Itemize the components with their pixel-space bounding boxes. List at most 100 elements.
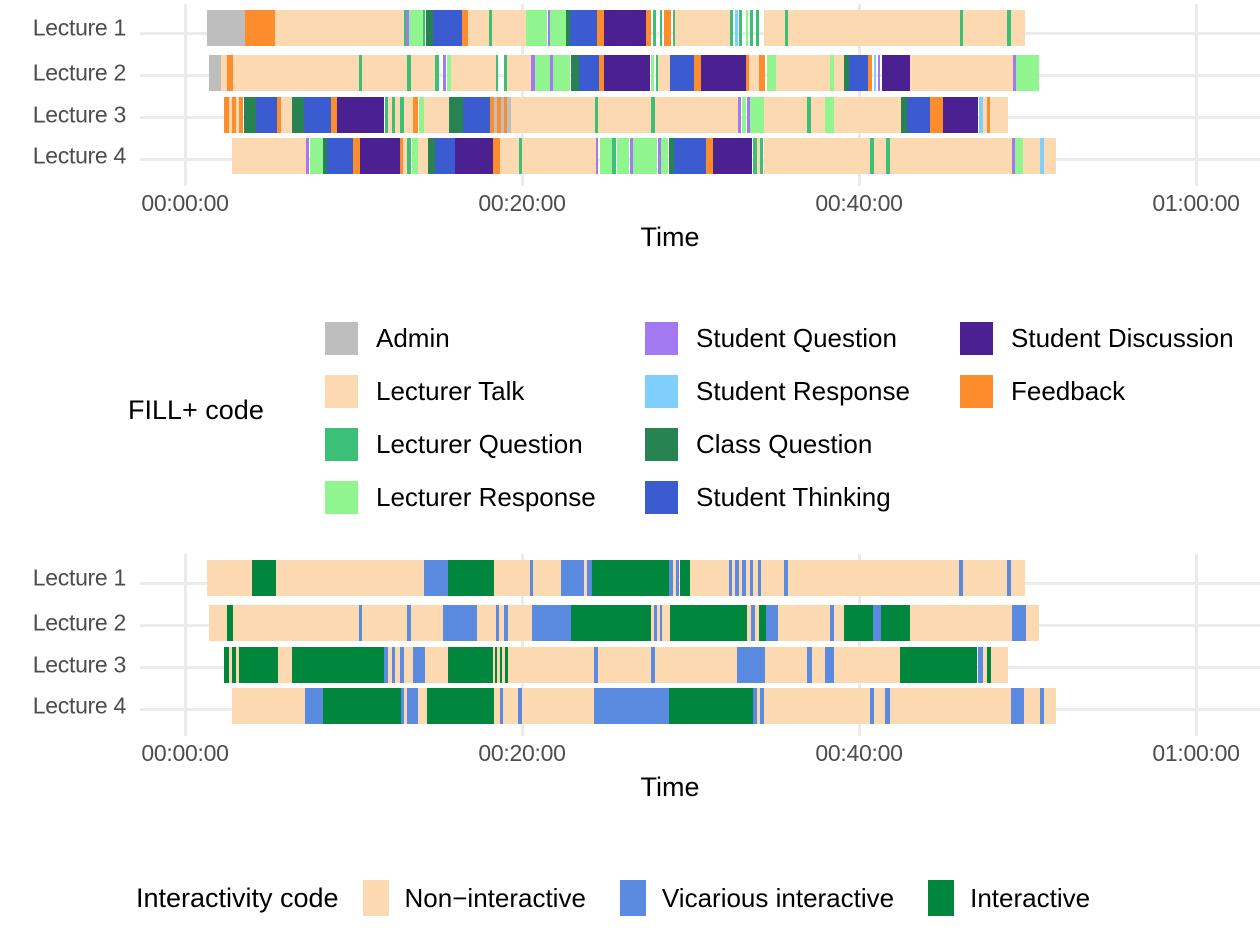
timeline-segment	[982, 97, 988, 133]
timeline-segment	[227, 55, 234, 91]
legend-item[interactable]: Lecturer Question	[325, 418, 596, 471]
timeline-segment	[870, 138, 874, 174]
legend-item-label: Lecturer Question	[376, 429, 583, 459]
legend-item[interactable]: Class Question	[645, 418, 910, 471]
legend-item[interactable]: Lecturer Response	[325, 471, 596, 524]
timeline-segment	[873, 55, 877, 91]
timeline-segment	[491, 10, 527, 46]
interactivity-legend-item[interactable]: Vicarious interactive	[619, 880, 894, 916]
timeline-segment	[571, 605, 652, 641]
timeline-segment	[404, 688, 408, 724]
timeline-segment	[495, 605, 499, 641]
timeline-segment	[507, 97, 511, 133]
timeline-segment	[1011, 138, 1016, 174]
timeline-segment	[834, 647, 900, 683]
timeline-segment	[651, 97, 655, 133]
timeline-segment	[737, 97, 742, 133]
timeline-segment	[756, 138, 761, 174]
timeline-segment	[738, 10, 743, 46]
legend-swatch-icon	[928, 880, 955, 916]
gridline-vertical	[1195, 4, 1198, 186]
timeline-segment	[844, 55, 850, 91]
timeline-segment	[413, 647, 426, 683]
timeline-segment	[659, 10, 663, 46]
timeline-segment	[498, 605, 504, 641]
timeline-segment	[492, 647, 496, 683]
timeline-segment	[751, 605, 755, 641]
timeline-segment	[656, 605, 660, 641]
timeline-segment	[571, 55, 580, 91]
timeline-segment	[391, 97, 396, 133]
timeline-segment	[906, 97, 930, 133]
legend-item[interactable]: Admin	[325, 312, 596, 365]
gridline-vertical	[521, 554, 524, 736]
gridline-vertical	[184, 554, 187, 736]
timeline-segment	[664, 10, 671, 46]
timeline-segment	[746, 605, 752, 641]
timeline-segment	[599, 138, 612, 174]
legend-item[interactable]: Student Thinking	[645, 471, 910, 524]
timeline-segment	[669, 560, 673, 596]
timeline-segment	[597, 10, 604, 46]
legend-item[interactable]: Student Discussion	[960, 312, 1234, 365]
timeline-segment	[399, 138, 404, 174]
timeline-segment	[1011, 560, 1025, 596]
timeline-segment	[228, 97, 232, 133]
timeline-segment	[1011, 10, 1025, 46]
interactivity-legend-item[interactable]: Interactive	[928, 880, 1090, 916]
legend-item[interactable]: Student Response	[645, 365, 910, 418]
timeline-segment	[583, 560, 588, 596]
timeline-segment	[593, 647, 599, 683]
timeline-segment	[404, 97, 414, 133]
x-tick-label: 00:00:00	[141, 190, 229, 216]
timeline-segment	[277, 647, 292, 683]
timeline-segment	[423, 10, 426, 46]
timeline-segment	[408, 10, 424, 46]
timeline-segment	[521, 138, 596, 174]
legend-item[interactable]: Student Question	[645, 312, 910, 365]
legend-swatch-icon	[645, 322, 678, 355]
timeline-segment	[732, 560, 736, 596]
timeline-segment	[869, 688, 874, 724]
timeline-segment	[753, 138, 757, 174]
timeline-segment	[889, 688, 1011, 724]
timeline-segment	[700, 55, 746, 91]
legend-item[interactable]: Lecturer Talk	[325, 365, 596, 418]
timeline-segment	[654, 647, 738, 683]
timeline-segment	[735, 10, 738, 46]
timeline-segment	[651, 647, 655, 683]
timeline-segment	[843, 605, 874, 641]
timeline-segment	[274, 10, 405, 46]
timeline-segment	[231, 97, 237, 133]
timeline-segment	[292, 97, 305, 133]
timeline-segment	[788, 10, 960, 46]
legend-swatch-icon	[645, 481, 678, 514]
timeline-segment	[406, 10, 409, 46]
timeline-bar-row	[224, 97, 1008, 133]
timeline-segment	[309, 138, 323, 174]
timeline-segment	[764, 688, 870, 724]
timeline-segment	[757, 688, 761, 724]
timeline-segment	[547, 10, 551, 46]
timeline-segment	[763, 10, 785, 46]
timeline-segment	[1026, 605, 1039, 641]
timeline-segment	[291, 647, 385, 683]
legend-item[interactable]: Feedback	[960, 365, 1234, 418]
timeline-segment	[510, 97, 595, 133]
timeline-segment	[1015, 55, 1039, 91]
timeline-segment	[616, 138, 629, 174]
timeline-segment	[413, 97, 418, 133]
timeline-segment	[873, 688, 886, 724]
interactivity-legend-item[interactable]: Non−interactive	[362, 880, 586, 916]
timeline-segment	[990, 647, 1008, 683]
legend-swatch-icon	[325, 481, 358, 514]
legend-swatch-icon	[645, 375, 678, 408]
timeline-segment	[406, 605, 412, 641]
timeline-segment	[497, 97, 501, 133]
gridline-vertical	[1195, 554, 1198, 736]
timeline-segment	[448, 647, 493, 683]
timeline-segment	[304, 97, 332, 133]
